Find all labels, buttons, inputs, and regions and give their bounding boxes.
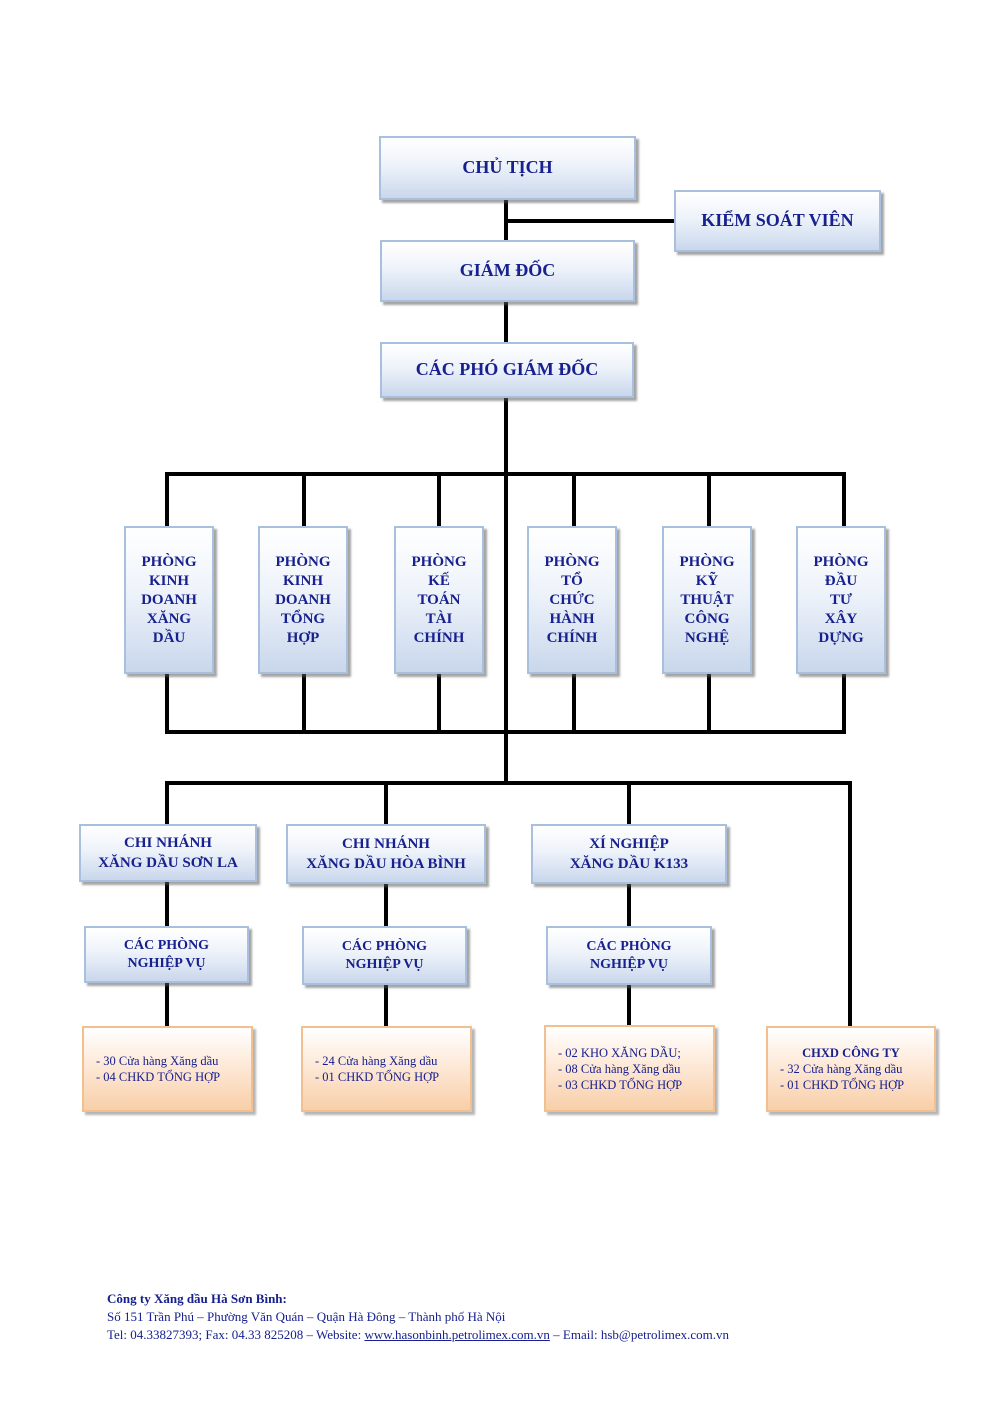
dept-box-3: PHÒNG KẾ TOÁN TÀI CHÍNH [394, 526, 484, 674]
dept-drop-2 [302, 472, 306, 528]
footer-address: Số 151 Trần Phú – Phường Văn Quán – Quận… [107, 1309, 506, 1324]
dept-drop-4 [572, 472, 576, 528]
unit-drop-2 [384, 781, 388, 826]
chairman-label: CHỦ TỊCH [462, 157, 553, 178]
dept-rise-3 [437, 672, 441, 734]
sub-label-hoa-binh: CÁC PHÒNG NGHIỆP VỤ [341, 938, 428, 972]
stores-item: - 30 Cửa hàng Xăng dầu [96, 1054, 219, 1068]
unit-label-son-la: CHI NHÁNH XĂNG DẦU SƠN LA [98, 835, 238, 871]
dept-rise-2 [302, 672, 306, 734]
dept-rise-6 [842, 672, 846, 734]
sub-box-k133: CÁC PHÒNG NGHIỆP VỤ [546, 926, 712, 985]
trunk-main [504, 398, 508, 782]
stores-box-hoa-binh: - 24 Cửa hàng Xăng dầu - 01 CHKD TỔNG HỢ… [301, 1026, 472, 1112]
stores-item: - 08 Cửa hàng Xăng dầu [558, 1061, 681, 1076]
footer: Công ty Xăng dầu Hà Sơn Bình: Số 151 Trầ… [107, 1290, 729, 1344]
dept-rise-4 [572, 672, 576, 734]
dept-rise-5 [707, 672, 711, 734]
stores-item: - 01 CHKD TỔNG HỢP [780, 1078, 905, 1092]
unit-drop-4 [848, 781, 852, 1028]
sub-box-hoa-binh: CÁC PHÒNG NGHIỆP VỤ [302, 926, 467, 985]
director-box: GIÁM ĐỐC [380, 240, 635, 302]
dept-box-1: PHÒNG KINH DOANH XĂNG DẦU [124, 526, 214, 674]
controller-label: KIỂM SOÁT VIÊN [701, 210, 854, 231]
footer-contact-suffix: – Email: hsb@petrolimex.com.vn [549, 1327, 730, 1342]
dept-drop-5 [707, 472, 711, 528]
dept-rise-1 [165, 672, 169, 734]
dept-label-4: PHÒNG TỔ CHỨC HÀNH CHÍNH [544, 553, 600, 646]
company-stores-box: CHXD CÔNG TY - 32 Cửa hàng Xăng dầu - 01… [766, 1026, 936, 1112]
dept-bottom-bar [165, 730, 846, 734]
dept-box-4: PHÒNG TỔ CHỨC HÀNH CHÍNH [527, 526, 617, 674]
stores-item: - 01 CHKD TỔNG HỢP [315, 1070, 440, 1084]
unit-bar [165, 781, 852, 785]
footer-company: Công ty Xăng dầu Hà Sơn Bình: [107, 1291, 287, 1306]
unit-box-son-la: CHI NHÁNH XĂNG DẦU SƠN LA [79, 824, 257, 882]
director-label: GIÁM ĐỐC [459, 260, 556, 281]
dept-drop-6 [842, 472, 846, 528]
company-stores-title: CHXD CÔNG TY [802, 1046, 900, 1060]
unit-label-k133: XÍ NGHIỆP XĂNG DẦU K133 [569, 836, 689, 872]
link-controller [504, 219, 676, 223]
dept-label-1: PHÒNG KINH DOANH XĂNG DẦU [141, 553, 197, 646]
unit-to-sub-2 [384, 882, 388, 928]
unit-label-hoa-binh: CHI NHÁNH XĂNG DẦU HÒA BÌNH [306, 836, 466, 872]
dept-drop-1 [165, 472, 169, 528]
dept-label-2: PHÒNG KINH DOANH TỔNG HỢP [275, 553, 331, 646]
sub-label-son-la: CÁC PHÒNG NGHIỆP VỤ [123, 937, 210, 971]
dept-drop-3 [437, 472, 441, 528]
dept-label-3: PHÒNG KẾ TOÁN TÀI CHÍNH [411, 553, 467, 646]
dept-label-6: PHÒNG ĐẦU TƯ XÂY DỰNG [813, 553, 869, 646]
deputies-box: CÁC PHÓ GIÁM ĐỐC [380, 342, 634, 398]
sub-to-leaf-2 [384, 983, 388, 1029]
stores-item: - 32 Cửa hàng Xăng dầu [780, 1062, 903, 1076]
unit-drop-1 [165, 781, 169, 826]
controller-box: KIỂM SOÁT VIÊN [674, 190, 881, 252]
dept-box-6: PHÒNG ĐẦU TƯ XÂY DỰNG [796, 526, 886, 674]
dept-box-5: PHÒNG KỸ THUẬT CÔNG NGHỆ [662, 526, 752, 674]
stores-item: - 24 Cửa hàng Xăng dầu [315, 1054, 438, 1068]
stores-box-k133: - 02 KHO XĂNG DẦU; - 08 Cửa hàng Xăng dầ… [544, 1025, 715, 1112]
unit-box-hoa-binh: CHI NHÁNH XĂNG DẦU HÒA BÌNH [286, 824, 486, 884]
stores-item: - 04 CHKD TỔNG HỢP [96, 1070, 221, 1084]
chairman-box: CHỦ TỊCH [379, 136, 636, 200]
stores-box-son-la: - 30 Cửa hàng Xăng dầu - 04 CHKD TỔNG HỢ… [82, 1026, 253, 1112]
sub-label-k133: CÁC PHÒNG NGHIỆP VỤ [586, 938, 672, 972]
deputies-label: CÁC PHÓ GIÁM ĐỐC [415, 359, 599, 380]
unit-to-sub-3 [627, 882, 631, 928]
stores-item: - 02 KHO XĂNG DẦU; [558, 1045, 681, 1060]
dept-box-2: PHÒNG KINH DOANH TỔNG HỢP [258, 526, 348, 674]
footer-contact: Tel: 04.33827393; Fax: 04.33 825208 – We… [107, 1326, 729, 1344]
trunk-director-deputies [504, 302, 508, 344]
unit-box-k133: XÍ NGHIỆP XĂNG DẦU K133 [531, 824, 727, 884]
dept-top-bar [165, 472, 846, 476]
footer-contact-prefix: Tel: 04.33827393; Fax: 04.33 825208 – We… [107, 1327, 365, 1342]
dept-label-5: PHÒNG KỸ THUẬT CÔNG NGHỆ [679, 553, 735, 646]
unit-drop-3 [627, 781, 631, 826]
sub-to-leaf-3 [627, 983, 631, 1027]
stores-item: - 03 CHKD TỔNG HỢP [558, 1077, 683, 1092]
unit-to-sub-1 [165, 880, 169, 928]
sub-box-son-la: CÁC PHÒNG NGHIỆP VỤ [84, 926, 249, 983]
sub-to-leaf-1 [165, 981, 169, 1029]
website-link[interactable]: www.hasonbinh.petrolimex.com.vn [364, 1327, 550, 1342]
